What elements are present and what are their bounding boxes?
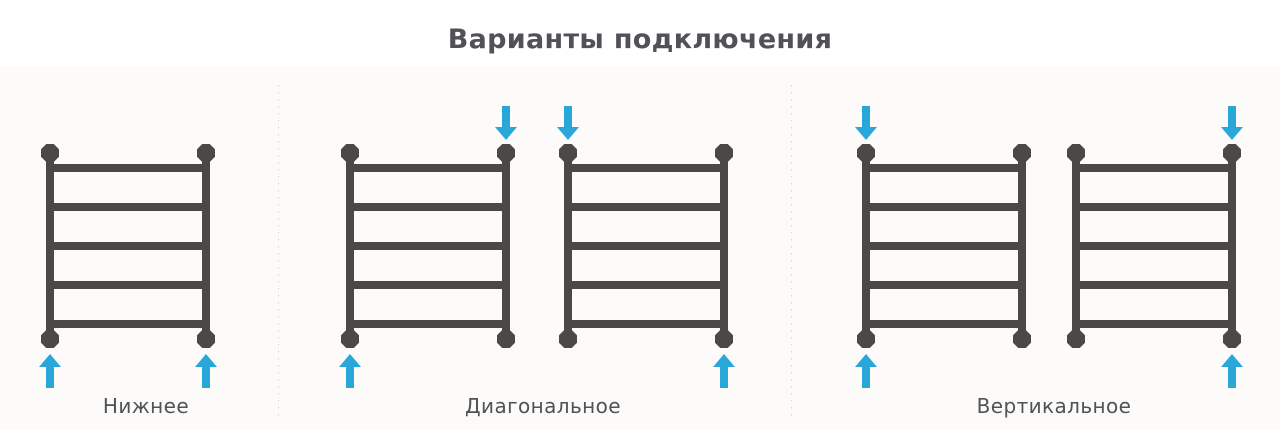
ladder-rung	[346, 203, 510, 211]
ladder-rung	[862, 281, 1026, 289]
ladder-rung	[564, 203, 728, 211]
arrow-up-icon	[339, 354, 361, 388]
connection-type-label: Диагональное	[465, 394, 621, 418]
pipe-fitting-cap	[857, 144, 875, 162]
arrow-up-icon	[1221, 354, 1243, 388]
group-divider	[278, 85, 279, 420]
ladder-rung	[46, 242, 210, 250]
ladder-rung	[46, 281, 210, 289]
pipe-fitting-cap	[1067, 330, 1085, 348]
pipe-fitting-cap	[1013, 330, 1031, 348]
pipe-fitting-cap	[197, 144, 215, 162]
towel-rail-bottom-connection	[39, 144, 217, 388]
pipe-fitting-cap	[41, 330, 59, 348]
towel-rail-diagonal-connection-left	[339, 106, 517, 388]
arrow-down-icon	[855, 106, 877, 140]
pipe-fitting-cap	[857, 330, 875, 348]
arrow-down-icon	[557, 106, 579, 140]
ladder-rung	[1072, 281, 1236, 289]
pipe-fitting-cap	[341, 144, 359, 162]
pipe-fitting-cap	[715, 330, 733, 348]
ladder-rung	[564, 281, 728, 289]
ladder-rung	[346, 320, 510, 328]
ladder-rung	[1072, 164, 1236, 172]
arrow-down-icon	[495, 106, 517, 140]
pipe-fitting-cap	[1067, 144, 1085, 162]
diagram-title: Варианты подключения	[447, 24, 833, 55]
arrow-up-icon	[855, 354, 877, 388]
ladder-rung	[862, 164, 1026, 172]
pipe-fitting-cap	[559, 330, 577, 348]
arrow-up-icon	[713, 354, 735, 388]
ladder-rung	[1072, 242, 1236, 250]
pipe-fitting-cap	[559, 144, 577, 162]
ladder-rung	[46, 203, 210, 211]
pipe-fitting-cap	[497, 330, 515, 348]
group-divider	[791, 85, 792, 420]
ladder-rung	[46, 320, 210, 328]
connection-type-label: Вертикальное	[976, 394, 1132, 418]
pipe-fitting-cap	[497, 144, 515, 162]
pipe-fitting-cap	[1223, 144, 1241, 162]
pipe-fitting-cap	[1013, 144, 1031, 162]
ladder-rung	[564, 242, 728, 250]
ladder-rung	[346, 242, 510, 250]
arrow-down-icon	[1221, 106, 1243, 140]
arrow-up-icon	[39, 354, 61, 388]
pipe-fitting-cap	[1223, 330, 1241, 348]
ladder-rung	[862, 242, 1026, 250]
ladder-rung	[346, 281, 510, 289]
ladder-rung	[346, 164, 510, 172]
towel-rail-vertical-connection-left	[855, 106, 1031, 388]
ladder-rung	[1072, 203, 1236, 211]
connection-type-label: Нижнее	[102, 394, 190, 418]
ladder-rung	[564, 164, 728, 172]
ladder-rung	[46, 164, 210, 172]
pipe-fitting-cap	[715, 144, 733, 162]
towel-rail-diagonal-connection-right	[557, 106, 735, 388]
ladder-rung	[564, 320, 728, 328]
ladder-rung	[862, 203, 1026, 211]
pipe-fitting-cap	[41, 144, 59, 162]
pipe-fitting-cap	[341, 330, 359, 348]
ladder-rung	[862, 320, 1026, 328]
towel-rail-vertical-connection-right	[1067, 106, 1243, 388]
ladder-rung	[1072, 320, 1236, 328]
pipe-fitting-cap	[197, 330, 215, 348]
arrow-up-icon	[195, 354, 217, 388]
